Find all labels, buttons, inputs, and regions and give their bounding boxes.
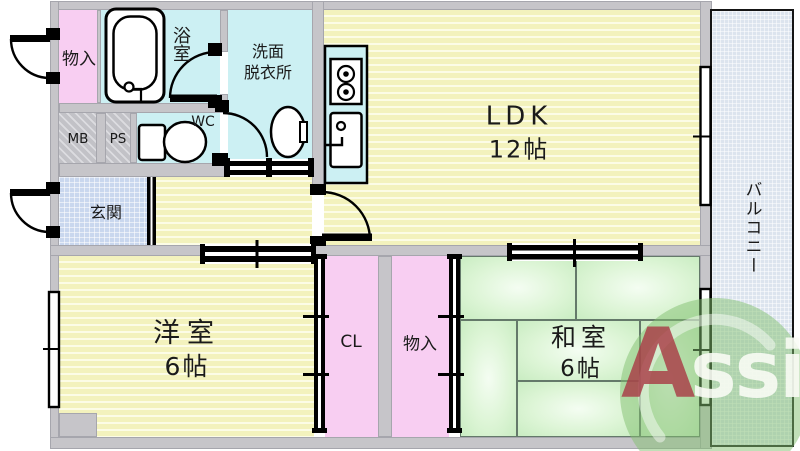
room-western [59, 256, 314, 437]
watermark-text: A ssist [621, 308, 800, 421]
label-japanese: 和室 6帖 [551, 322, 611, 384]
label-ps: PS [109, 131, 127, 147]
wall-bath-washroom [220, 10, 228, 52]
label-entrance: 玄関 [89, 203, 123, 222]
label-storage-top: 物入 [62, 49, 96, 70]
label-closet: CL [340, 332, 362, 352]
watermark-letters-rest: ssist [690, 326, 800, 417]
label-ldk: LDK 12帖 [486, 101, 553, 166]
label-western-size: 6帖 [164, 352, 210, 382]
wall-washroom-ldk [312, 1, 324, 188]
entrance-step [147, 177, 156, 245]
room-hallway [156, 175, 312, 245]
label-storage-mid: 物入 [403, 334, 437, 355]
room-entrance [59, 177, 147, 245]
label-washroom-line2: 脱衣所 [243, 63, 293, 82]
wall-sanitary-mid [59, 103, 220, 113]
wall-left [50, 1, 59, 449]
watermark-letter-a: A [621, 308, 696, 421]
room-meter-box [59, 113, 96, 163]
label-balcony: バルコニー [741, 180, 762, 276]
wall-bath-washroom [220, 155, 228, 163]
wall-bottom [50, 437, 712, 449]
wall-top [50, 1, 712, 10]
wall-storage-bath [97, 10, 101, 103]
label-ldk-name: LDK [485, 101, 553, 132]
label-japanese-size: 6帖 [560, 355, 602, 382]
room-closet [325, 256, 378, 437]
room-washroom [228, 10, 312, 163]
room-ldk [324, 10, 700, 245]
wall-ps-wc [130, 113, 137, 163]
tatami-mat [460, 256, 576, 320]
wall-bath-washroom [220, 94, 228, 113]
label-western: 洋室 6帖 [153, 316, 221, 384]
tatami-mat [460, 320, 517, 437]
wall-closet-storage [378, 256, 392, 437]
label-ldk-size: 12帖 [488, 135, 550, 164]
wall-sanitary-hall [59, 163, 312, 177]
wall-pillar [59, 413, 97, 437]
wall-middle [50, 245, 712, 256]
label-western-name: 洋室 [153, 318, 221, 350]
tatami-mat [517, 381, 640, 437]
wall-mb-ps [96, 113, 106, 163]
label-bath: 浴室 [170, 26, 191, 62]
room-bath [101, 10, 220, 103]
label-mb: MB [67, 131, 89, 147]
room-storage-top [59, 10, 98, 103]
tatami-mat [517, 320, 640, 381]
room-pipe-space [106, 113, 130, 163]
room-storage-mid [392, 256, 449, 437]
label-washroom: 洗面 脱衣所 [244, 42, 292, 84]
label-japanese-name: 和室 [550, 322, 612, 352]
label-wc: WC [191, 114, 215, 130]
label-washroom-line1: 洗面 [251, 42, 285, 62]
